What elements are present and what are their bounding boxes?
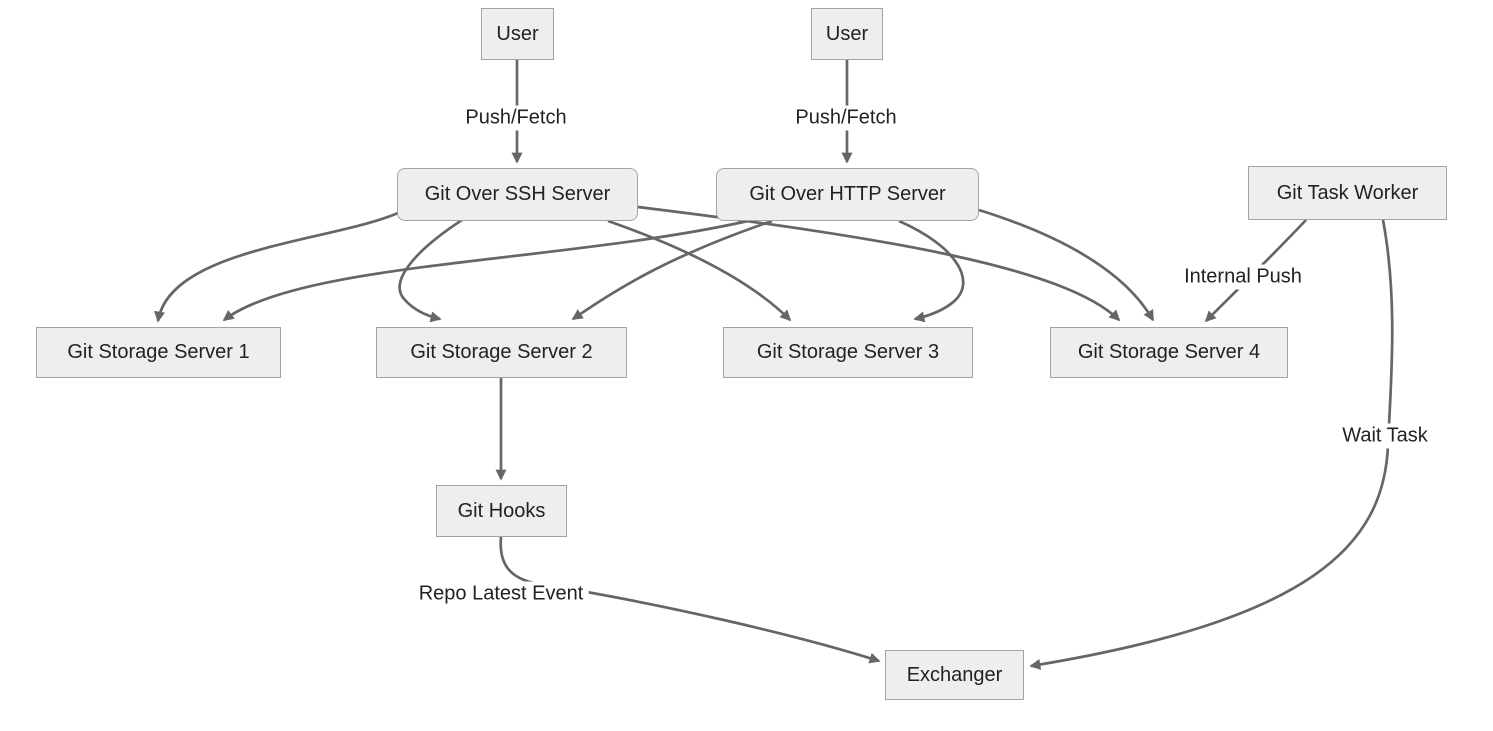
edge-ssh-to-storage2: [398, 218, 463, 323]
node-user-right: User: [811, 8, 883, 60]
node-exchanger: Exchanger: [885, 650, 1024, 700]
node-git-over-ssh-server: Git Over SSH Server: [397, 168, 638, 221]
node-git-storage-server-2: Git Storage Server 2: [376, 327, 627, 378]
edge-http-to-storage1: [222, 219, 749, 322]
edge-ssh-to-storage1: [154, 211, 399, 323]
node-git-over-http-server: Git Over HTTP Server: [716, 168, 979, 221]
edge-http-to-storage3: [898, 219, 965, 323]
edge-label-push-fetch-left: Push/Fetch: [460, 105, 572, 131]
edge-label-internal-push: Internal Push: [1179, 264, 1307, 290]
edge-ssh-to-storage3: [607, 219, 792, 322]
node-git-storage-server-4: Git Storage Server 4: [1050, 327, 1288, 378]
edge-label-push-fetch-right: Push/Fetch: [790, 105, 902, 131]
node-user-left: User: [481, 8, 554, 60]
edge-http-to-storage2: [571, 219, 773, 321]
edge-githooks-to-exchanger-repo-latest-event: [499, 536, 881, 664]
node-git-storage-server-3: Git Storage Server 3: [723, 327, 973, 378]
edge-label-repo-latest-event: Repo Latest Event: [413, 581, 589, 607]
edge-http-to-storage4: [978, 208, 1155, 322]
node-git-storage-server-1: Git Storage Server 1: [36, 327, 281, 378]
edge-label-wait-task: Wait Task: [1337, 423, 1433, 449]
edge-taskworker-to-exchanger-wait-task: [1029, 219, 1394, 670]
node-git-task-worker: Git Task Worker: [1248, 166, 1447, 220]
node-git-hooks: Git Hooks: [436, 485, 567, 537]
